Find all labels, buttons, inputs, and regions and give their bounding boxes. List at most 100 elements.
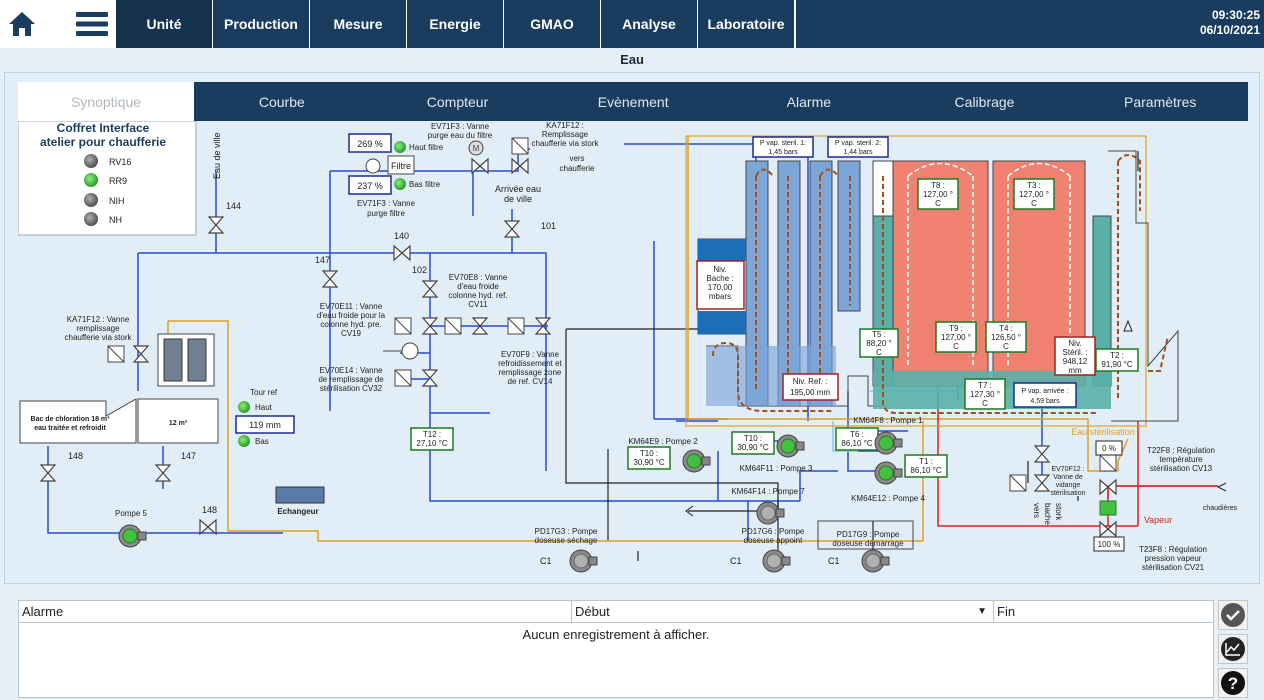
t6-value: 86,10 °C <box>841 439 872 448</box>
col-debut-header[interactable]: Début▼ <box>572 601 994 622</box>
pvap2-value: 1,44 bars <box>843 149 873 156</box>
valve-ka71f12-left[interactable] <box>133 345 149 363</box>
nav-item-unite[interactable]: Unité <box>116 0 213 48</box>
menu-button[interactable] <box>70 0 114 48</box>
acknowledge-button[interactable] <box>1218 600 1248 630</box>
col-fin-header[interactable]: Fin <box>994 601 1213 622</box>
pompe-doseuse-demarrage[interactable] <box>861 549 890 573</box>
ev70f9-label-1: EV70F9 : Vanne <box>501 350 560 359</box>
pompe-4[interactable] <box>874 461 903 485</box>
pompe-5[interactable] <box>118 524 147 548</box>
clock-date: 06/10/2021 <box>1199 23 1260 37</box>
col-fin-label: Fin <box>997 604 1016 619</box>
valve-101[interactable] <box>504 220 520 238</box>
pompe-doseuse-sechage[interactable] <box>569 549 598 573</box>
t23f8-value-box <box>1093 536 1125 552</box>
t23f8-label-3: stérilisation CV21 <box>1142 563 1205 572</box>
t23f8-label-2: pression vapeur <box>1145 554 1202 563</box>
actuator-ka71f12-top <box>511 137 529 155</box>
actuator-ev70f9 <box>507 317 525 335</box>
nav-item-energie[interactable]: Energie <box>407 0 504 48</box>
alarm-chart-button[interactable] <box>1218 634 1248 664</box>
valve-140-label: 140 <box>394 231 409 241</box>
ev70f12-label-3: vidange <box>1056 482 1081 489</box>
conveyor-chain <box>712 168 851 412</box>
ev70f9-label-4: de ref. CV14 <box>508 377 553 386</box>
filter-low-value-box <box>348 175 392 195</box>
valve-144-label: 144 <box>226 201 241 211</box>
pvap2-box <box>827 136 889 158</box>
tour-level-box <box>235 415 295 434</box>
exit-tower <box>1108 150 1179 422</box>
t1-label: T1 : <box>919 457 933 466</box>
tour-bas-label: Bas <box>255 437 269 446</box>
nav-item-production[interactable]: Production <box>213 0 310 48</box>
led-tour-haut <box>238 401 250 413</box>
nav-item-laboratoire[interactable]: Laboratoire <box>698 0 795 48</box>
t4-unit: C <box>1003 342 1009 351</box>
ka71f12-left-label-2: remplissage <box>76 324 120 333</box>
valve-ev70f12-b[interactable] <box>1034 474 1050 492</box>
nav-item-mesure[interactable]: Mesure <box>310 0 407 48</box>
valve-ev70f12[interactable] <box>1034 445 1050 463</box>
valve-148a[interactable] <box>40 464 56 482</box>
col-alarme-header[interactable]: Alarme <box>19 601 572 622</box>
pompe-doseuse-appoint[interactable] <box>762 549 791 573</box>
filter-box <box>387 155 415 175</box>
pompe-2[interactable] <box>682 449 711 473</box>
t10a-label: T10 : <box>640 449 658 458</box>
alarm-empty-message: Aucun enregistrement à afficher. <box>522 627 710 642</box>
tab-calibrage[interactable]: Calibrage <box>954 93 1015 110</box>
t2-box <box>1095 348 1139 372</box>
ev70e8-label-3: colonne hyd. ref. <box>448 291 507 300</box>
tab-courbe[interactable]: Courbe <box>258 93 305 110</box>
valve-101-label: 101 <box>541 221 556 231</box>
tab-alarme[interactable]: Alarme <box>786 93 832 110</box>
pvap-arrivee-label: P vap. arrivée : <box>1022 388 1069 395</box>
coffret-box <box>18 121 197 236</box>
pompe-3[interactable] <box>776 434 805 458</box>
valve-147b[interactable] <box>155 464 171 482</box>
valve-ev70e14[interactable] <box>422 369 438 387</box>
tour-level-value: 119 mm <box>249 420 281 430</box>
valve-144[interactable] <box>208 216 224 234</box>
hot-water-pipes <box>167 136 1129 542</box>
ev71f3-purge-label-2: purge filtre <box>367 209 405 218</box>
coffret-item-nh: NH <box>109 215 122 225</box>
tab-parametres[interactable]: Paramètres <box>1124 93 1197 110</box>
c1c-label: C1 <box>828 556 840 566</box>
pompe-1[interactable] <box>874 431 903 455</box>
niv-steril-unit: mm <box>1068 366 1082 375</box>
c1a-label: C1 <box>540 556 552 566</box>
ev70e14-label-2: de remplissage de <box>318 375 384 384</box>
t12-box <box>410 427 454 451</box>
actuator-ev70e14 <box>394 369 412 387</box>
nav-item-analyse[interactable]: Analyse <box>601 0 698 48</box>
valve-102[interactable] <box>422 280 438 298</box>
valve-140[interactable] <box>393 245 411 261</box>
top-bar: Unité Production Mesure Energie GMAO Ana… <box>0 0 1264 48</box>
sort-down-icon[interactable]: ▼ <box>977 606 987 617</box>
t6-label: T6 : <box>850 430 864 439</box>
tab-evenement[interactable]: Evènement <box>597 93 669 110</box>
valve-147a[interactable] <box>322 270 338 288</box>
valve-148b[interactable] <box>199 519 217 535</box>
nav-item-gmao[interactable]: GMAO <box>504 0 601 48</box>
ev70e11-label-1: EV70E11 : Vanne <box>320 302 383 311</box>
tab-synoptique[interactable]: Synoptique <box>18 82 194 121</box>
t3-value: 127,00 ° <box>1019 190 1049 199</box>
tab-compteur[interactable]: Compteur <box>426 93 489 110</box>
col-alarme-label: Alarme <box>22 604 64 619</box>
help-button[interactable]: ? <box>1218 668 1248 698</box>
clock: 09:30:25 06/10/2021 <box>1200 8 1260 38</box>
t1-box <box>904 454 948 478</box>
home-button[interactable] <box>0 0 44 48</box>
pompe-7[interactable] <box>756 501 785 525</box>
filter-high-value-box <box>348 133 392 153</box>
t3-unit: C <box>1031 199 1037 208</box>
bac-chloration-label-1: Bac de chloration 18 m³ <box>31 416 111 423</box>
pompe-5-label: Pompe 5 <box>115 509 148 518</box>
t9-box <box>935 321 977 353</box>
valve-ka71f12-top[interactable] <box>511 158 529 174</box>
pvap2-label: P vap. steril. 2: <box>835 140 881 147</box>
